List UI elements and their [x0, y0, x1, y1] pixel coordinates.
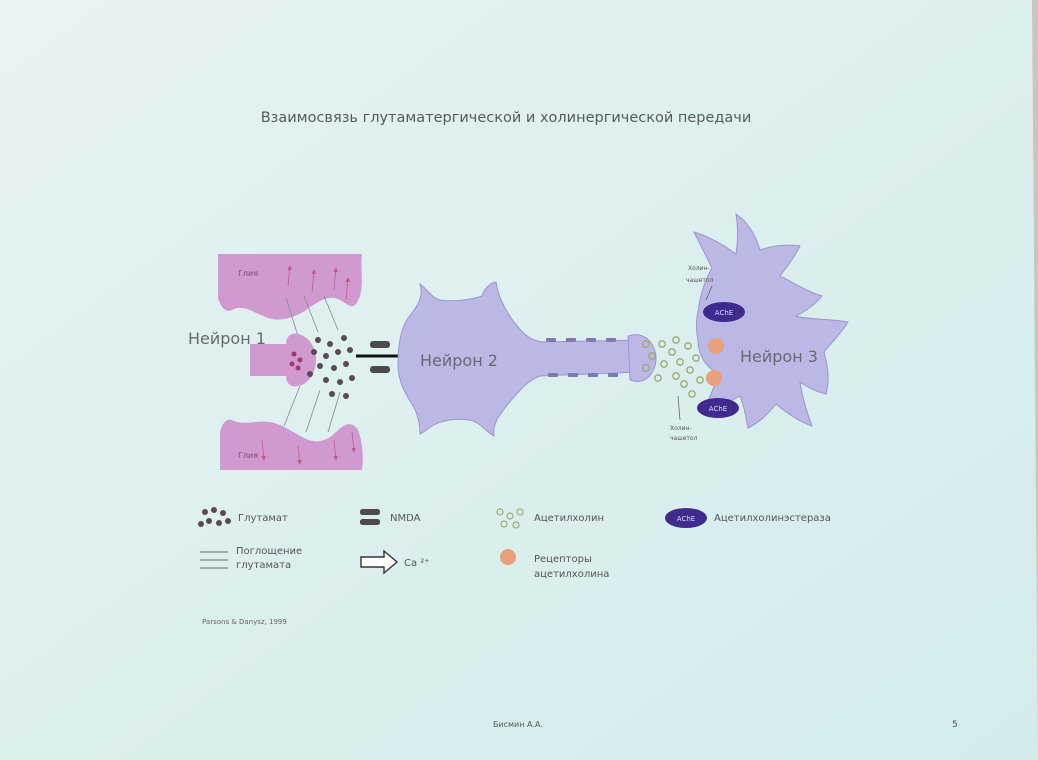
legend-ache-label: Ацетилхолинэстераза — [714, 513, 831, 524]
legend-nmda-icon — [360, 509, 380, 525]
footer-author: Бисмин А.А. — [493, 720, 543, 729]
glia-bottom: Глия — [220, 419, 363, 470]
svg-text:Холин-: Холин- — [670, 425, 692, 432]
svg-text:чашетол: чашетол — [686, 277, 714, 284]
choline-uptake-bottom-line2: чашетол — [670, 435, 698, 442]
glutamate-molecules — [307, 335, 355, 399]
neuron3-label: Нейрон 3 — [740, 347, 818, 366]
legend-receptor-line2: ацетилхолина — [534, 569, 609, 580]
choline-uptake-top-line2: чашетол — [686, 277, 714, 284]
legend-nmda-label: NMDA — [390, 513, 421, 524]
choline-uptake-bottom: Холин- чашетол — [670, 395, 698, 442]
neuron3: AChE AChE — [693, 212, 849, 429]
legend-receptor-line1: Рецепторы — [534, 554, 592, 565]
slide-title: Взаимосвязь глутаматергической и холинер… — [261, 110, 752, 126]
legend-acetylcholine-label: Ацетилхолин — [534, 513, 604, 524]
svg-text:глутамата: глутамата — [236, 560, 291, 571]
nmda-receptors — [370, 341, 390, 373]
glutamate-uptake-lines — [283, 295, 341, 433]
legend-calcium-label: Ca ²⁺ — [404, 558, 430, 569]
legend: Глутамат NMDA Ацетилхолин AChE Ацетилхол… — [198, 507, 831, 580]
choline-uptake-top: Холин- чашетол — [686, 265, 714, 301]
choline-uptake-bottom-line1: Холин- — [670, 425, 692, 432]
legend-uptake-icon — [200, 551, 228, 569]
legend-ache-icon — [665, 508, 707, 528]
svg-text:чашетол: чашетол — [670, 435, 698, 442]
legend-ache-badge: AChE — [677, 515, 695, 523]
neuron2 — [397, 281, 657, 438]
ache-label-top: AChE — [715, 309, 733, 317]
acetylcholine-molecules — [642, 336, 704, 398]
svg-text:ацетилхолина: ацетилхолина — [534, 569, 609, 580]
neuron2-label: Нейрон 2 — [420, 351, 498, 370]
choline-uptake-top-line1: Холин- — [688, 265, 710, 272]
citation: Parsons & Danysz, 1999 — [202, 618, 287, 626]
svg-text:Рецепторы: Рецепторы — [534, 554, 592, 565]
glia-bottom-label: Глия — [238, 451, 258, 460]
legend-uptake-line1: Поглощение — [236, 546, 302, 557]
ache-label-bottom: AChE — [709, 405, 727, 413]
legend-glutamate-icon — [198, 507, 231, 527]
glia-top: Глия — [218, 254, 362, 320]
svg-text:Холин-: Холин- — [688, 265, 710, 272]
glia-top-label: Глия — [238, 269, 258, 278]
neuron1-terminal — [250, 333, 316, 387]
legend-calcium-arrow-icon — [360, 549, 399, 575]
legend-receptor-icon — [500, 549, 516, 565]
svg-text:Поглощение: Поглощение — [236, 546, 302, 557]
legend-glutamate-label: Глутамат — [238, 513, 288, 524]
legend-acetylcholine-icon — [496, 508, 524, 529]
legend-uptake-line2: глутамата — [236, 560, 291, 571]
page-number: 5 — [952, 720, 958, 730]
neuron1-label: Нейрон 1 — [188, 329, 266, 348]
